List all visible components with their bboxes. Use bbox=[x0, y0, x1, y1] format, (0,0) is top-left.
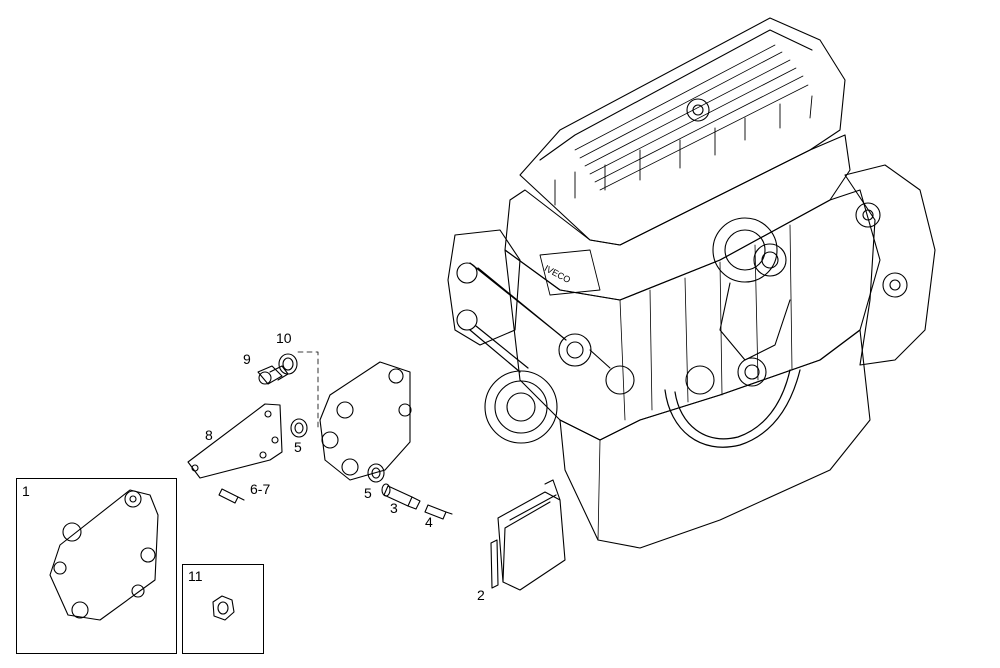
part-5b-cap bbox=[367, 463, 385, 483]
part-9-fitting bbox=[257, 365, 289, 385]
callout-9: 9 bbox=[243, 351, 251, 367]
callout-1: 1 bbox=[22, 483, 30, 499]
part-3-sensor bbox=[381, 483, 421, 510]
part-11-nut bbox=[212, 595, 235, 621]
part-8-bracket bbox=[187, 403, 283, 479]
callout-2: 2 bbox=[477, 587, 485, 603]
callout-6-7: 6-7 bbox=[250, 481, 271, 497]
callout-5-lower: 5 bbox=[364, 485, 372, 501]
heat-exchanger-body bbox=[319, 361, 412, 481]
part-1-valve-body bbox=[49, 489, 159, 621]
callout-3: 3 bbox=[390, 500, 398, 516]
callout-5-upper: 5 bbox=[294, 439, 302, 455]
part-4-bolt bbox=[424, 504, 453, 520]
callout-10: 10 bbox=[276, 330, 292, 346]
callout-11: 11 bbox=[188, 568, 203, 584]
inset-box-part-1 bbox=[16, 478, 177, 654]
engine-assembly bbox=[447, 17, 936, 549]
inset-box-part-11 bbox=[182, 564, 264, 654]
callout-4: 4 bbox=[425, 514, 433, 530]
part-10-washer bbox=[278, 353, 298, 375]
part-6-7-screw bbox=[218, 488, 245, 504]
part-5a-cap bbox=[290, 418, 308, 438]
part-2-ecu bbox=[490, 479, 566, 591]
callout-8: 8 bbox=[205, 427, 213, 443]
